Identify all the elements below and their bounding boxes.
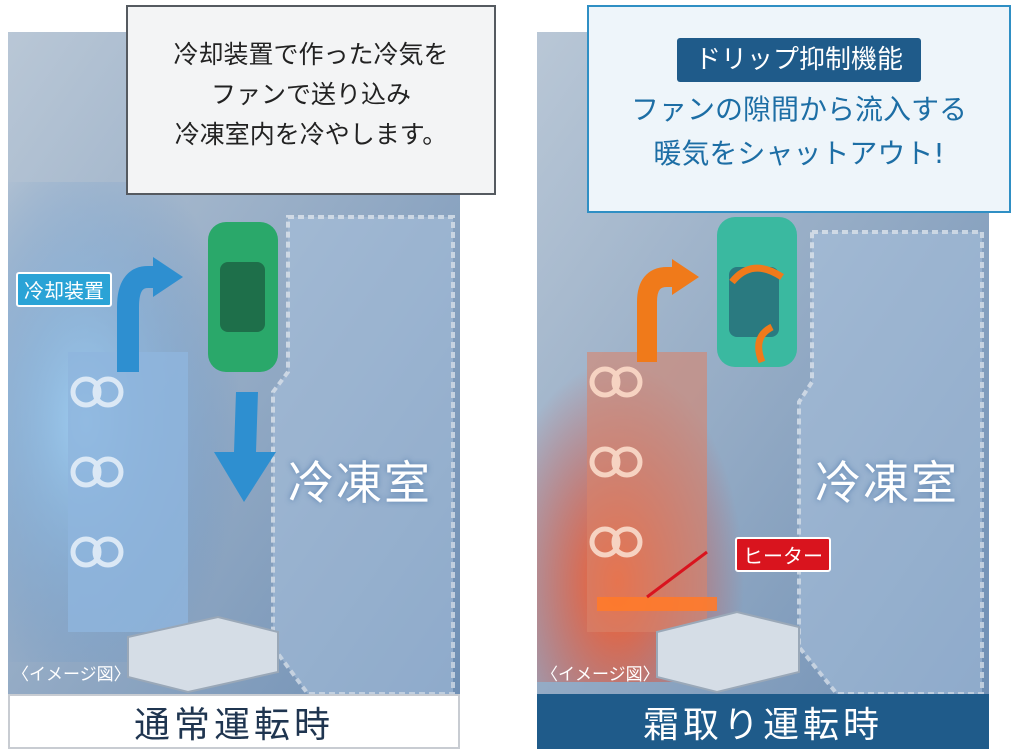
- freezer-label: 冷凍室: [815, 456, 959, 510]
- warm-air-up-arrow: [637, 267, 677, 362]
- callout-line: 暖気をシャットアウト!: [653, 137, 945, 170]
- cooling-unit-label: 冷却装置: [16, 272, 112, 307]
- heater-label: ヒーター: [735, 537, 831, 572]
- callout-line: ファンで送り込み: [210, 80, 411, 109]
- normal-operation-caption: 通常運転時: [8, 694, 460, 749]
- blocked-air-arrow: [755, 323, 774, 364]
- callout-line: ファンの隙間から流入する: [630, 93, 967, 126]
- image-note: 〈イメージ図〉: [541, 665, 660, 685]
- callout-line: 冷却装置で作った冷気を: [173, 40, 449, 69]
- heater-pointer: [646, 550, 708, 599]
- freezer-compartment-outline: [271, 215, 455, 694]
- cooling-unit-coils: [587, 352, 717, 632]
- defrost-operation-callout: ドリップ抑制機能 ファンの隙間から流入する 暖気をシャットアウト!: [587, 5, 1011, 213]
- cold-air-up-arrow: [117, 266, 158, 372]
- freezer-label: 冷凍室: [288, 456, 432, 510]
- drip-suppression-heading: ドリップ抑制機能: [676, 38, 921, 82]
- cold-air-down-arrow: [214, 392, 276, 502]
- image-note: 〈イメージ図〉: [12, 665, 131, 685]
- callout-line: 冷凍室内を冷やします。: [174, 120, 448, 149]
- fan-icon: [208, 222, 278, 372]
- normal-operation-callout: 冷却装置で作った冷気を ファンで送り込み 冷凍室内を冷やします。: [126, 5, 496, 195]
- cooling-unit-coils: [68, 352, 188, 632]
- blocked-air-arrow: [729, 264, 784, 285]
- tray-shape: [127, 615, 279, 694]
- defrost-operation-caption: 霜取り運転時: [537, 694, 989, 749]
- defrost-operation-panel: ヒーター 冷凍室 〈イメージ図〉: [537, 32, 989, 694]
- tray-shape: [656, 610, 800, 694]
- defrost-operation-illustration: [537, 32, 989, 694]
- freezer-compartment-outline: [797, 230, 984, 694]
- fan-icon: [717, 217, 797, 367]
